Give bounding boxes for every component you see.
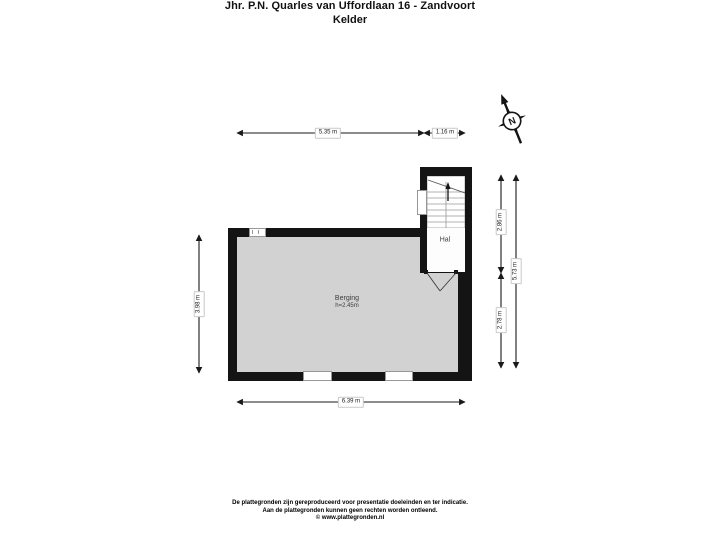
page-title: Jhr. P.N. Quarles van Uffordlaan 16 - Za…: [224, 0, 476, 12]
disclaimer-copyright: © www.plattegronden.nl: [315, 515, 385, 521]
dimension-label-bottom: 6.39 m: [337, 396, 365, 408]
dimension-label-top-2: 1.16 m: [431, 127, 459, 139]
floor-label: Kelder: [332, 14, 368, 26]
door-swing-icon: [424, 270, 458, 292]
window-mullion: [252, 230, 259, 234]
dimension-label-right-lower: 2.78 m: [495, 306, 507, 334]
room-name-hal: Hal: [439, 236, 451, 244]
basement-window-bottom-left: [303, 371, 332, 381]
disclaimer-line-1: De plattegronden zijn gereproduceerd voo…: [232, 500, 468, 506]
compass-icon: N: [498, 94, 526, 144]
dimension-label-left: 3.98 m: [193, 290, 205, 318]
compass-north-label: N: [507, 115, 518, 128]
room-name-berging: Berging: [334, 295, 360, 302]
dimension-label-right-total: 5.73 m: [510, 257, 522, 285]
dimension-label-top-1: 5.35 m: [314, 127, 342, 139]
footer-disclaimer: De plattegronden zijn gereproduceerd voo…: [0, 500, 700, 523]
staircase-icon: [427, 176, 465, 228]
title-block: Jhr. P.N. Quarles van Uffordlaan 16 - Za…: [0, 0, 700, 26]
room-label-hal: Hal: [440, 237, 451, 244]
disclaimer-line-2: Aan de plattegronden kunnen geen rechten…: [262, 507, 438, 514]
wall-niche: [417, 190, 427, 215]
room-label-berging: Berging h=2.45m: [335, 295, 359, 309]
basement-window-top: [249, 228, 266, 237]
basement-window-bottom-right: [385, 371, 413, 381]
dimension-label-right-upper: 2.86 m: [495, 208, 507, 236]
room-height-berging: h=2.45m: [335, 303, 359, 309]
